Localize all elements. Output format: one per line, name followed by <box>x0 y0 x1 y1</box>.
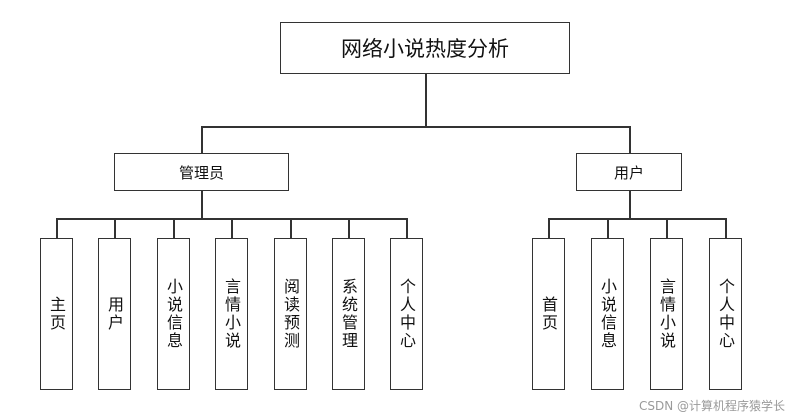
admin-leaf-reading-prediction: 阅读预测 <box>274 238 307 390</box>
root-node-label: 网络小说热度分析 <box>341 37 509 61</box>
admin-leaf-drop-line <box>290 218 292 238</box>
user-leaf-home: 首页 <box>532 238 565 390</box>
leaf-label: 言情小说 <box>222 278 241 350</box>
user-node: 用户 <box>576 153 682 191</box>
user-leaf-drop-line <box>607 218 609 238</box>
admin-leaf-drop-line <box>348 218 350 238</box>
admin-node: 管理员 <box>114 153 289 191</box>
admin-leaf-romance-novels: 言情小说 <box>215 238 248 390</box>
user-leaf-personal-center: 个人中心 <box>709 238 742 390</box>
admin-leaf-novel-info: 小说信息 <box>157 238 190 390</box>
user-leaf-novel-info: 小说信息 <box>591 238 624 390</box>
admin-leaf-home: 主页 <box>40 238 73 390</box>
admin-leaf-users: 用户 <box>98 238 131 390</box>
admin-leaf-drop-line <box>114 218 116 238</box>
leaf-label: 个人中心 <box>716 278 735 350</box>
admin-leaf-drop-line <box>231 218 233 238</box>
level1-bus-line <box>201 126 630 128</box>
leaf-label: 个人中心 <box>397 278 416 350</box>
user-down-line <box>629 191 631 219</box>
user-leaf-drop-line <box>666 218 668 238</box>
leaf-label: 系统管理 <box>339 278 358 350</box>
user-node-label: 用户 <box>613 163 644 182</box>
leaf-label: 用户 <box>105 296 124 332</box>
user-leaf-drop-line <box>548 218 550 238</box>
root-connector-line <box>425 74 427 127</box>
leaf-label: 主页 <box>47 296 66 332</box>
admin-leaf-personal-center: 个人中心 <box>390 238 423 390</box>
admin-node-label: 管理员 <box>178 163 224 182</box>
admin-up-line <box>201 126 203 153</box>
watermark-text: CSDN @计算机程序猿学长 <box>638 399 785 413</box>
leaf-label: 小说信息 <box>598 278 617 350</box>
leaf-label: 小说信息 <box>164 278 183 350</box>
root-node: 网络小说热度分析 <box>280 22 570 74</box>
user-leaf-romance-novels: 言情小说 <box>650 238 683 390</box>
admin-leaf-drop-line <box>173 218 175 238</box>
user-children-bus-line <box>548 218 726 220</box>
admin-leaf-drop-line <box>56 218 58 238</box>
leaf-label: 言情小说 <box>657 278 676 350</box>
admin-down-line <box>201 191 203 219</box>
user-leaf-drop-line <box>725 218 727 238</box>
admin-leaf-drop-line <box>406 218 408 238</box>
leaf-label: 首页 <box>539 296 558 332</box>
user-up-line <box>629 126 631 153</box>
leaf-label: 阅读预测 <box>281 278 300 350</box>
admin-leaf-system-management: 系统管理 <box>332 238 365 390</box>
